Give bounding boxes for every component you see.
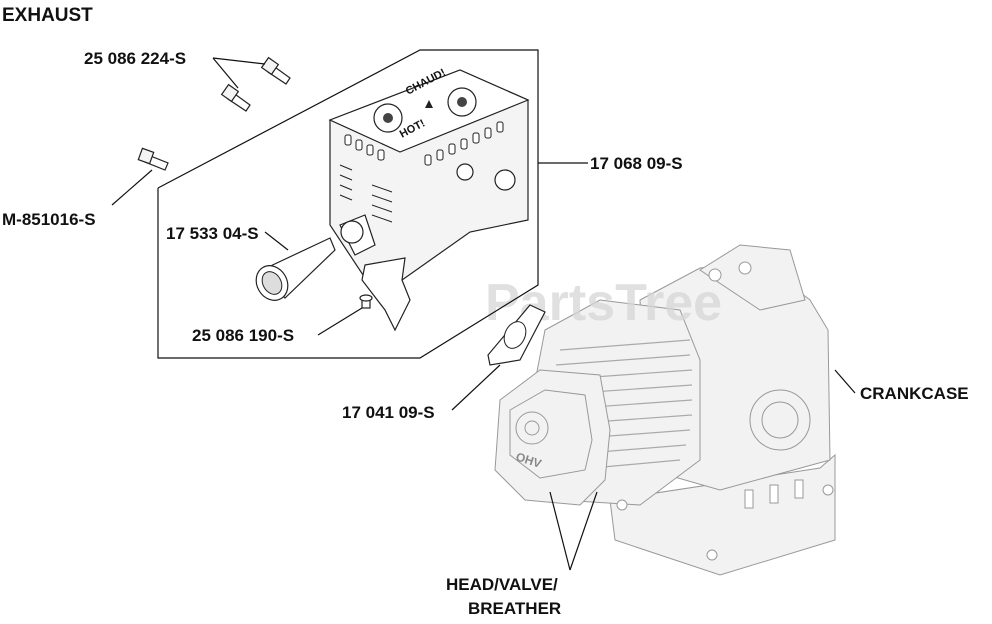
crankcase-top bbox=[699, 244, 806, 311]
leader-head-a bbox=[549, 491, 571, 571]
leader-head-b bbox=[569, 491, 598, 571]
leader-spark-arrestor bbox=[264, 231, 289, 251]
gasket bbox=[487, 304, 546, 366]
crankcase-bearing-inner bbox=[761, 401, 799, 439]
leader-gasket bbox=[451, 364, 501, 411]
leader-bolt-upper-right bbox=[212, 57, 266, 65]
muffler-heat-shield: CHAUD! HOT! bbox=[328, 67, 530, 332]
spark-arrestor bbox=[255, 237, 336, 301]
heat-shield-top bbox=[328, 69, 530, 153]
breather-port-inner bbox=[524, 420, 540, 436]
callout-gasket: 17 041 09-S bbox=[342, 403, 435, 422]
leader-screw bbox=[317, 307, 363, 336]
callout-head-line2: BREATHER bbox=[468, 599, 561, 618]
muffler-group-box bbox=[157, 49, 539, 359]
screw-head bbox=[359, 294, 373, 302]
leader-crankcase bbox=[834, 369, 856, 394]
bolt-upper-left-head bbox=[220, 83, 240, 103]
spark-arrestor-opening bbox=[261, 271, 283, 295]
leader-bolt-left bbox=[111, 169, 153, 206]
bolt-upper-left bbox=[220, 83, 251, 112]
bolt-left bbox=[137, 147, 169, 171]
shield-bolt-head-left bbox=[383, 113, 393, 123]
callout-bolt-upper: 25 086 224-S bbox=[84, 49, 186, 68]
callout-spark-arrestor: 17 533 04-S bbox=[166, 224, 259, 243]
callout-screw: 25 086 190-S bbox=[192, 326, 294, 345]
muffler-nut-left bbox=[456, 163, 474, 181]
bolt-left-head bbox=[137, 147, 155, 165]
exhaust-outlet-opening bbox=[340, 220, 364, 244]
leader-bolt-upper-left bbox=[212, 57, 239, 89]
diagram-title: EXHAUST bbox=[2, 5, 93, 26]
gasket-port bbox=[503, 321, 527, 349]
callout-bolt-left: M-851016-S bbox=[2, 210, 96, 229]
muffler-nut-right bbox=[494, 169, 516, 191]
screw bbox=[359, 294, 373, 309]
shield-bolt-head-right bbox=[457, 97, 467, 107]
engine-assembly: OHV bbox=[494, 244, 836, 576]
bolt-upper-right-head bbox=[260, 56, 280, 76]
callout-crankcase: CRANKCASE bbox=[860, 384, 969, 403]
callout-head-line1: HEAD/VALVE/ bbox=[446, 575, 558, 594]
crankcase-base bbox=[609, 453, 836, 576]
warning-icon bbox=[425, 100, 433, 108]
muffler-bracket bbox=[361, 257, 411, 332]
bolt-upper-right bbox=[260, 56, 291, 85]
callout-muffler: 17 068 09-S bbox=[590, 154, 683, 173]
